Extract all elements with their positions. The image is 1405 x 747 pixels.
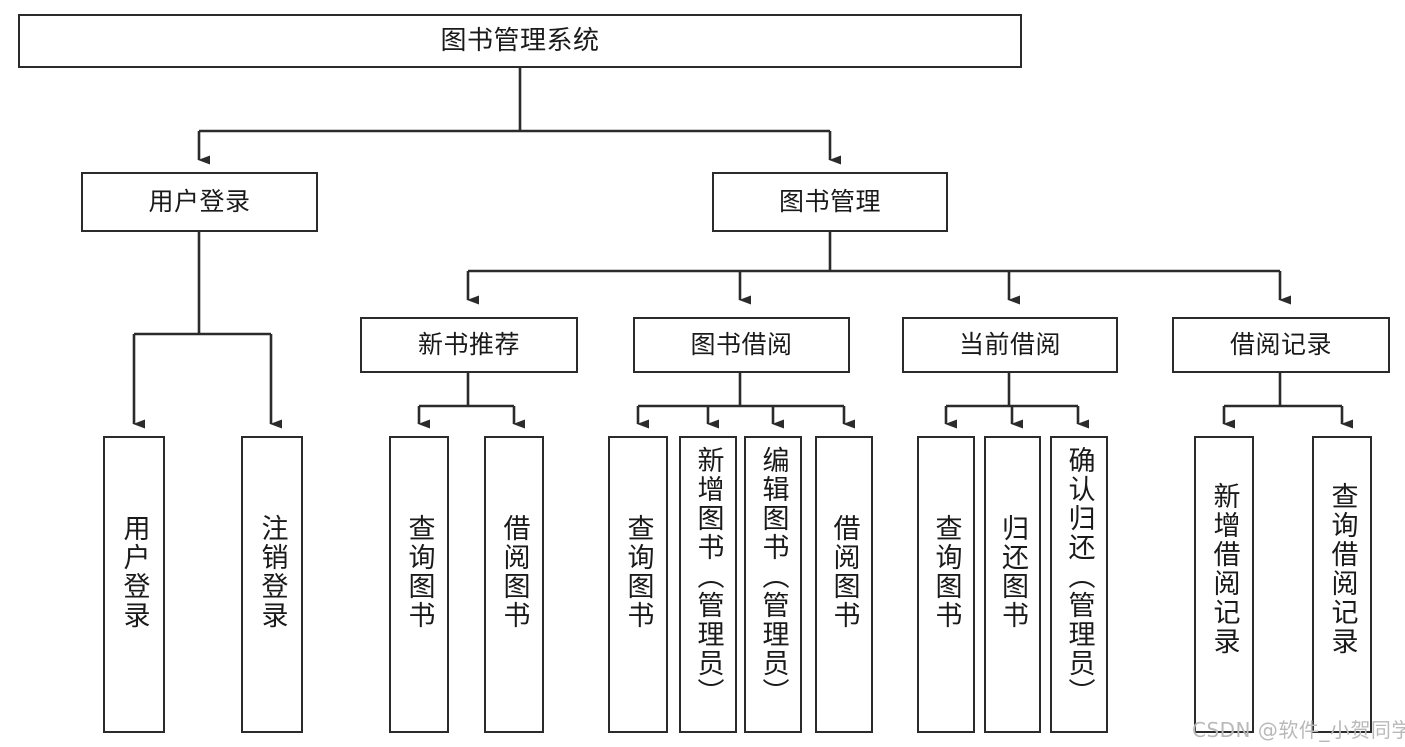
leaf-query-borrow-record[interactable]: 查询借阅记录 (1312, 436, 1372, 733)
leaf-user-login[interactable]: 用户登录 (103, 436, 165, 733)
leaf-query-book-new-rec[interactable]: 查询图书 (389, 436, 449, 733)
node-label: 归还图书 (997, 514, 1028, 630)
node-current-borrowing[interactable]: 当前借阅 (902, 317, 1118, 373)
node-label: 编辑图书（管理员） (757, 446, 789, 707)
node-label: 用户登录 (148, 187, 251, 217)
leaf-logout[interactable]: 注销登录 (241, 436, 303, 733)
node-label: 借阅记录 (1229, 330, 1332, 360)
node-book-management[interactable]: 图书管理 (712, 172, 948, 232)
node-label: 借阅图书 (828, 514, 860, 630)
node-label: 当前借阅 (958, 330, 1061, 360)
leaf-borrow-book-borrow[interactable]: 借阅图书 (815, 436, 873, 733)
leaf-query-book-current[interactable]: 查询图书 (917, 436, 975, 733)
node-label: 查询图书 (403, 514, 435, 630)
node-borrowing-record[interactable]: 借阅记录 (1172, 317, 1390, 373)
node-label: 注销登录 (256, 514, 288, 630)
node-label: 图书管理系统 (440, 25, 600, 56)
node-user-login[interactable]: 用户登录 (81, 172, 318, 232)
node-label: 图书借阅 (690, 330, 793, 360)
node-label: 新增图书（管理员） (692, 446, 724, 707)
node-label: 查询借阅记录 (1326, 482, 1358, 656)
leaf-borrow-book-new-rec[interactable]: 借阅图书 (484, 436, 544, 733)
leaf-add-borrow-record[interactable]: 新增借阅记录 (1194, 436, 1254, 733)
node-label: 用户登录 (118, 514, 150, 630)
leaf-query-book-borrow[interactable]: 查询图书 (608, 436, 668, 733)
node-label: 确认归还（管理员） (1063, 446, 1095, 707)
csdn-watermark: CSDN @软件_小贺同学 (1192, 718, 1405, 742)
node-book-borrowing[interactable]: 图书借阅 (633, 317, 850, 373)
leaf-return-book[interactable]: 归还图书 (984, 436, 1041, 733)
leaf-edit-book-admin[interactable]: 编辑图书（管理员） (744, 436, 802, 733)
node-root-book-management-system[interactable]: 图书管理系统 (18, 14, 1022, 68)
node-label: 借阅图书 (498, 514, 530, 630)
leaf-confirm-return-admin[interactable]: 确认归还（管理员） (1050, 436, 1108, 733)
node-label: 查询图书 (930, 514, 962, 630)
node-label: 新书推荐 (417, 330, 520, 360)
node-label: 图书管理 (778, 187, 881, 217)
node-label: 新增借阅记录 (1208, 482, 1240, 656)
node-label: 查询图书 (622, 514, 654, 630)
node-new-book-recommendation[interactable]: 新书推荐 (360, 317, 578, 373)
leaf-add-book-admin[interactable]: 新增图书（管理员） (679, 436, 737, 733)
